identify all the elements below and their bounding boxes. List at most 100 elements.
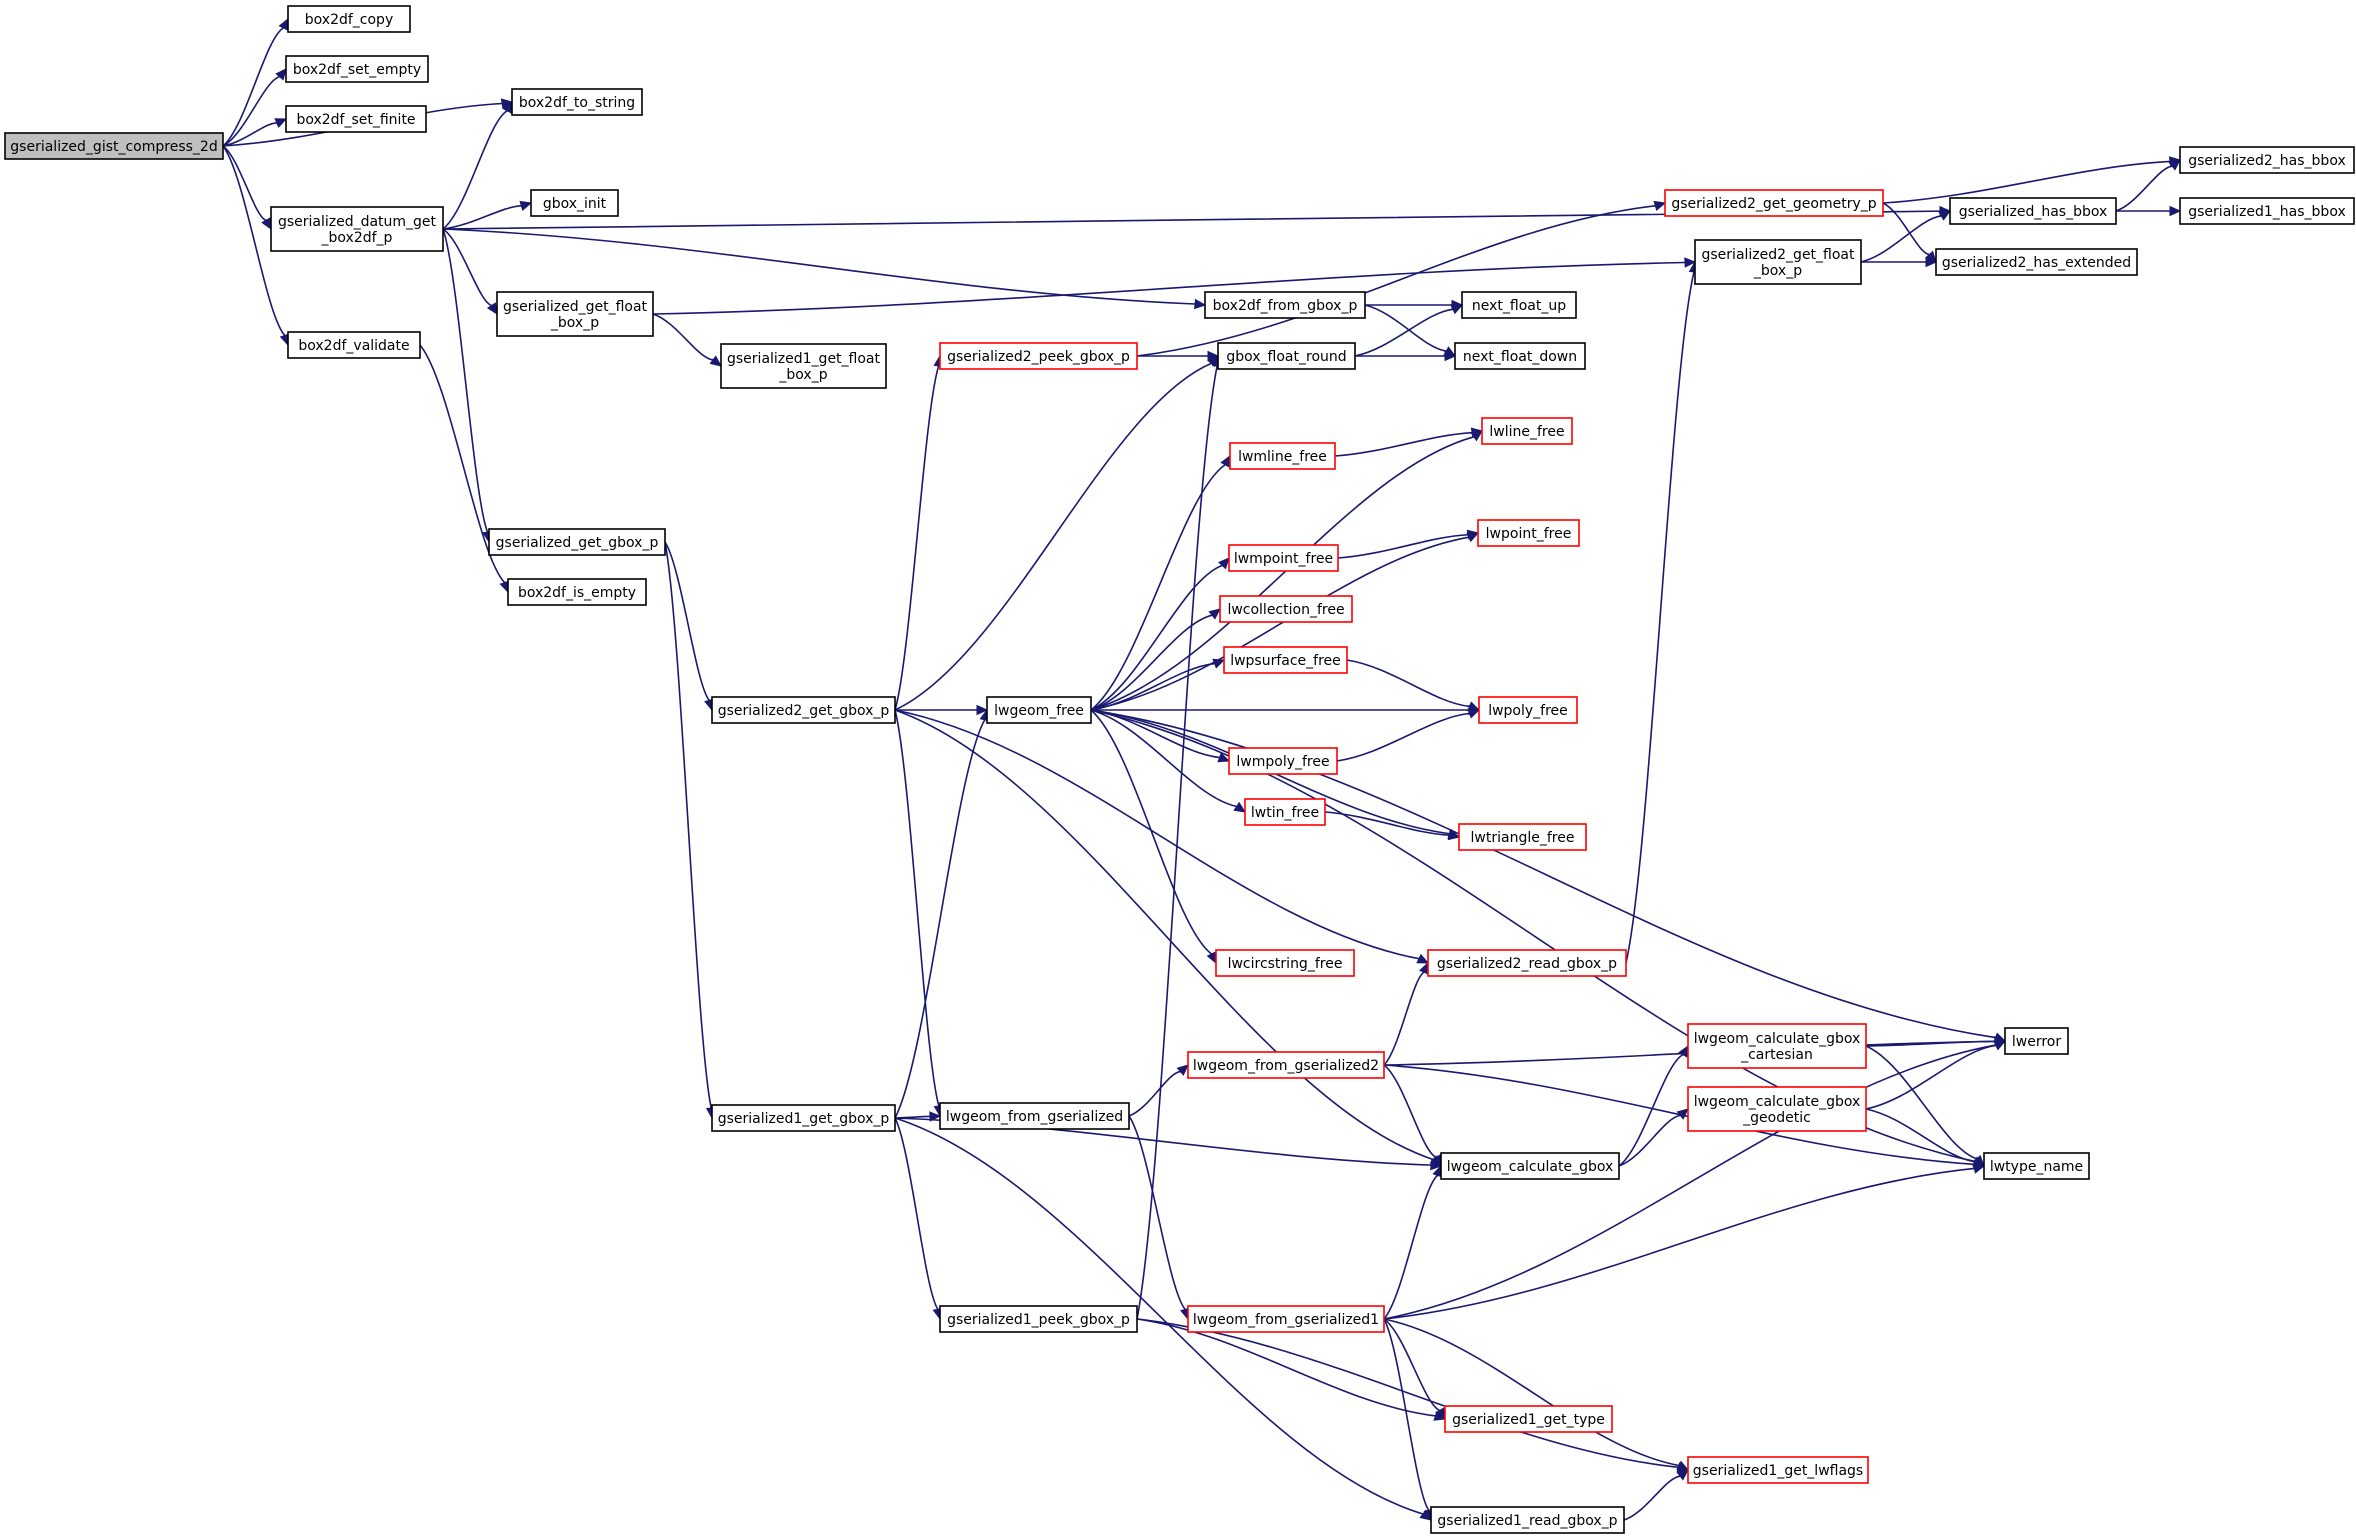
node-lwgeom-calculate-gbox-cartesian[interactable]: lwgeom_calculate_gbox_cartesian	[1687, 1023, 1867, 1069]
node-box2df-to-string[interactable]: box2df_to_string	[511, 88, 643, 116]
edge-lwgeom-free-to-lwmline-free	[1090, 454, 1231, 711]
node-label: _box_p	[550, 315, 599, 331]
node-box	[986, 696, 1092, 724]
node-box2df-set-finite[interactable]: box2df_set_finite	[285, 105, 427, 133]
edge-lwpsurface-free-to-lwpoly-free	[1346, 659, 1481, 712]
node-lwmpoint-free[interactable]: lwmpoint_free	[1228, 544, 1339, 572]
edge-lwgeom-calculate-gbox-to-lwgeom-calculate-gbox-geodetic	[1618, 1108, 1689, 1167]
node-gserialized-gist-compress-2d[interactable]: gserialized_gist_compress_2d	[4, 132, 224, 160]
node-lwgeom-free[interactable]: lwgeom_free	[986, 696, 1092, 724]
edge-line	[1090, 709, 1996, 1039]
node-lwgeom-from-gserialized2[interactable]: lwgeom_from_gserialized2	[1187, 1051, 1385, 1079]
arrowhead	[1925, 256, 1938, 268]
node-lwgeom-from-gserialized[interactable]: lwgeom_from_gserialized	[939, 1102, 1130, 1130]
node-gserialized1-get-gbox-p[interactable]: gserialized1_get_gbox_p	[711, 1104, 896, 1132]
edge-gserialized2-peek-gbox-p-to-gbox-float-round	[1137, 350, 1220, 362]
node-gserialized-datum-get-box2df-p[interactable]: gserialized_datum_get_box2df_p	[270, 206, 444, 252]
node-gbox-float-round[interactable]: gbox_float_round	[1217, 342, 1356, 370]
node-box2df-copy[interactable]: box2df_copy	[287, 5, 411, 33]
node-gserialized2-has-bbox[interactable]: gserialized2_has_bbox	[2179, 146, 2355, 174]
arrowhead	[1212, 658, 1226, 669]
edge-lwgeom-from-gserialized1-to-lwtype-name	[1383, 1163, 1986, 1320]
node-label: gserialized1_read_gbox_p	[1437, 1513, 1617, 1529]
edge-gserialized2-get-float-box-p-to-gserialized2-has-extended	[1861, 256, 1938, 268]
node-lwcircstring-free[interactable]: lwcircstring_free	[1215, 949, 1355, 977]
edge-line	[1090, 709, 1213, 955]
node-gserialized2-get-gbox-p[interactable]: gserialized2_get_gbox_p	[711, 696, 896, 724]
edge-line	[1882, 160, 2171, 204]
node-gserialized-has-bbox[interactable]: gserialized_has_bbox	[1949, 197, 2117, 225]
node-lwpsurface-free[interactable]: lwpsurface_free	[1223, 646, 1348, 674]
node-box2df-set-empty[interactable]: box2df_set_empty	[285, 55, 429, 83]
node-lwgeom-calculate-gbox-geodetic[interactable]: lwgeom_calculate_gbox_geodetic	[1687, 1086, 1867, 1132]
node-label: next_float_up	[1472, 298, 1566, 314]
node-lwerror[interactable]: lwerror	[2004, 1027, 2069, 1055]
node-gserialized1-get-lwflags[interactable]: gserialized1_get_lwflags	[1687, 1456, 1869, 1484]
node-gserialized2-get-float-box-p[interactable]: gserialized2_get_float_box_p	[1694, 239, 1862, 285]
edge-line	[2115, 165, 2173, 212]
node-next-float-up[interactable]: next_float_up	[1461, 291, 1577, 319]
node-gserialized1-get-float-box-p[interactable]: gserialized1_get_float_box_p	[720, 343, 887, 389]
node-gserialized1-has-bbox[interactable]: gserialized1_has_bbox	[2179, 197, 2355, 225]
arrowhead	[1233, 801, 1247, 813]
node-box	[711, 1104, 896, 1132]
node-gserialized2-peek-gbox-p[interactable]: gserialized2_peek_gbox_p	[939, 342, 1138, 370]
node-box2df-validate[interactable]: box2df_validate	[287, 331, 421, 359]
node-label: lwtype_name	[1990, 1159, 2083, 1175]
node-box	[1478, 696, 1578, 724]
node-label: gserialized2_read_gbox_p	[1437, 956, 1617, 972]
node-lwpoint-free[interactable]: lwpoint_free	[1477, 519, 1580, 547]
node-lwtriangle-free[interactable]: lwtriangle_free	[1458, 823, 1587, 851]
node-label: lwline_free	[1489, 424, 1564, 440]
arrowhead	[1678, 1044, 1689, 1058]
node-lwpoly-free[interactable]: lwpoly_free	[1478, 696, 1578, 724]
edge-line	[1383, 1318, 1430, 1511]
edge-line	[1383, 1064, 1437, 1159]
node-gbox-init[interactable]: gbox_init	[530, 189, 619, 217]
arrowhead	[929, 1111, 942, 1122]
arrowhead	[709, 355, 722, 367]
node-lwmpoly-free[interactable]: lwmpoly_free	[1228, 747, 1338, 775]
arrowhead	[1418, 961, 1429, 975]
node-box	[1694, 239, 1862, 285]
node-gserialized1-get-type[interactable]: gserialized1_get_type	[1444, 1405, 1613, 1433]
node-box	[1244, 798, 1326, 826]
node-lwtype-name[interactable]: lwtype_name	[1983, 1152, 2090, 1180]
edge-line	[1324, 811, 1450, 836]
node-lwgeom-calculate-gbox[interactable]: lwgeom_calculate_gbox	[1440, 1152, 1620, 1180]
node-box2df-is-empty[interactable]: box2df_is_empty	[507, 578, 647, 606]
arrowhead	[1430, 1159, 1443, 1171]
edge-gserialized-has-bbox-to-gserialized2-has-bbox	[2115, 159, 2181, 212]
node-box2df-from-gbox-p[interactable]: box2df_from_gbox_p	[1204, 291, 1366, 319]
node-gserialized-get-gbox-p[interactable]: gserialized_get_gbox_p	[488, 528, 666, 556]
node-gserialized1-peek-gbox-p[interactable]: gserialized1_peek_gbox_p	[939, 1305, 1138, 1333]
node-label: gserialized1_has_bbox	[2188, 204, 2346, 220]
node-gserialized1-read-gbox-p[interactable]: gserialized1_read_gbox_p	[1430, 1506, 1625, 1534]
node-lwtin-free[interactable]: lwtin_free	[1244, 798, 1326, 826]
edge-line	[1383, 1318, 1441, 1412]
node-gserialized2-read-gbox-p[interactable]: gserialized2_read_gbox_p	[1427, 949, 1627, 977]
node-lwgeom-from-gserialized1[interactable]: lwgeom_from_gserialized1	[1187, 1305, 1385, 1333]
node-lwmline-free[interactable]: lwmline_free	[1229, 442, 1336, 470]
edge-line	[1623, 1475, 1681, 1521]
node-box	[1461, 291, 1577, 319]
node-gserialized2-get-geometry-p[interactable]: gserialized2_get_geometry_p	[1664, 189, 1884, 217]
edge-lwgeom-from-gserialized1-to-lwgeom-calculate-gbox	[1383, 1164, 1443, 1320]
node-label: box2df_set_finite	[296, 112, 415, 128]
node-lwline-free[interactable]: lwline_free	[1481, 417, 1573, 445]
edge-line	[442, 228, 489, 533]
node-box	[711, 696, 896, 724]
node-next-float-down[interactable]: next_float_down	[1454, 342, 1586, 370]
edge-line	[222, 75, 280, 147]
node-lwcollection-free[interactable]: lwcollection_free	[1219, 595, 1353, 623]
edge-line	[442, 228, 493, 307]
edge-lwgeom-free-to-lwmpoint-free	[1090, 557, 1230, 711]
edge-lwgeom-calculate-gbox-geodetic-to-lwtype-name	[1865, 1108, 1986, 1167]
node-gserialized-get-float-box-p[interactable]: gserialized_get_float_box_p	[496, 291, 654, 337]
edge-lwgeom-from-gserialized2-to-gserialized2-read-gbox-p	[1383, 961, 1429, 1066]
arrowhead	[1208, 608, 1221, 620]
arrowhead	[1217, 752, 1231, 763]
node-gserialized2-has-extended[interactable]: gserialized2_has_extended	[1935, 248, 2138, 276]
edge-line	[419, 344, 506, 584]
edge-box2df-from-gbox-p-to-next-float-up	[1365, 299, 1464, 311]
